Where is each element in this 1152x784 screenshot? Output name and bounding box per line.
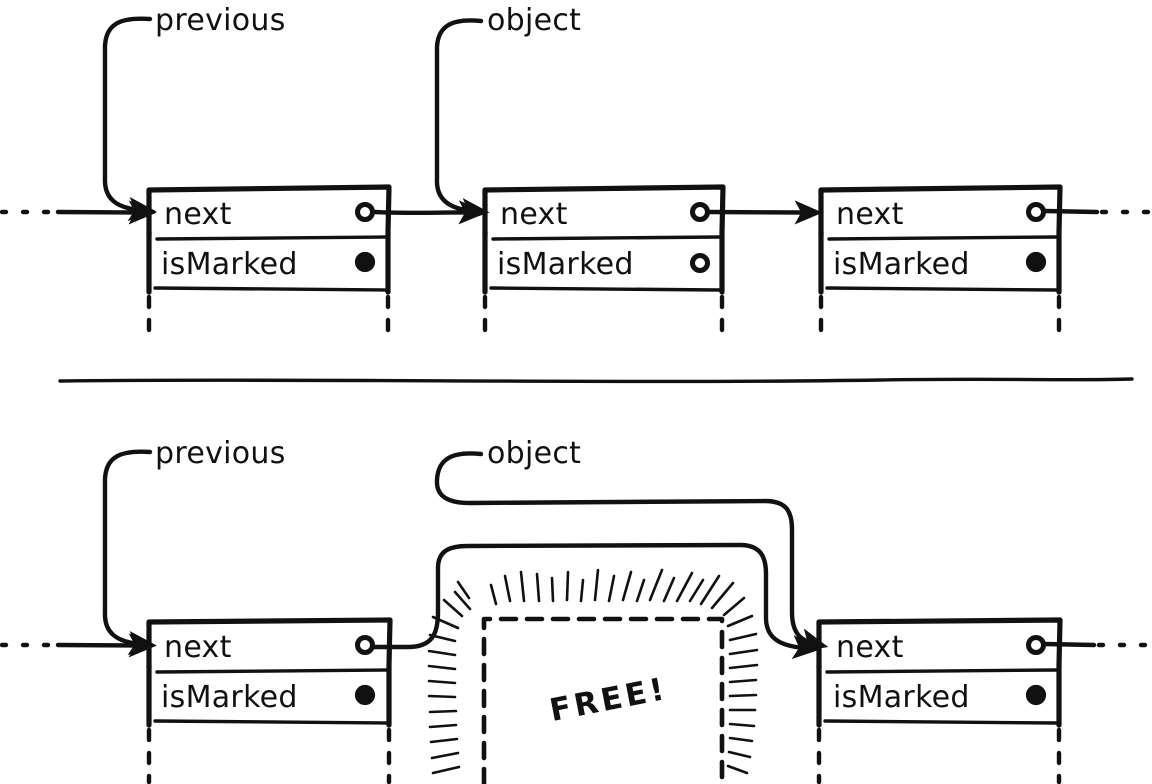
outgoing-pointer-top (1042, 208, 1152, 215)
pointer-object-to-after-top (706, 200, 823, 225)
node-object-top (482, 184, 726, 343)
node-previous-bottom (146, 617, 393, 784)
node-previous-top (146, 184, 392, 343)
ismarked-dot-filled (1025, 251, 1047, 273)
node-after-top-ismarked-label: isMarked (833, 247, 970, 282)
next-pointer-dot (355, 635, 375, 655)
label-previous-bottom: previous (155, 436, 286, 471)
label-object-top: object (487, 3, 581, 38)
leader-previous-top (102, 16, 157, 222)
label-object-bottom: object (487, 436, 581, 471)
node-previous-bottom-ismarked-label: isMarked (161, 680, 298, 715)
ismarked-dot-filled (1025, 684, 1047, 706)
node-object-top-next-label: next (500, 197, 568, 232)
node-object-top-ismarked-label: isMarked (497, 247, 634, 282)
incoming-pointer-top (0, 200, 157, 225)
freed-memory-block (427, 568, 759, 784)
free-region-label: FREE! (547, 671, 671, 729)
panel-divider (58, 377, 1134, 384)
ismarked-dot-filled (354, 684, 376, 706)
incoming-pointer-bottom (0, 633, 157, 658)
node-after-top-next-label: next (836, 197, 904, 232)
ismarked-dot-filled (354, 251, 376, 273)
ismarked-dot-hollow (690, 253, 710, 273)
label-previous-top: previous (155, 3, 286, 38)
node-after-bottom (816, 617, 1063, 784)
leader-object-bottom (434, 451, 829, 652)
pointer-prev-to-object-top (371, 200, 487, 225)
node-previous-bottom-next-label: next (164, 630, 232, 665)
node-after-bottom-ismarked-label: isMarked (833, 680, 970, 715)
leader-object-top (434, 18, 490, 223)
node-after-bottom-next-label: next (836, 630, 904, 665)
node-previous-top-next-label: next (164, 197, 232, 232)
pointer-prev-to-after-bottom (371, 542, 821, 660)
leader-previous-bottom (102, 449, 157, 656)
node-previous-top-ismarked-label: isMarked (161, 247, 298, 282)
outgoing-pointer-bottom (1042, 641, 1152, 648)
sparkle-rays (427, 568, 759, 775)
